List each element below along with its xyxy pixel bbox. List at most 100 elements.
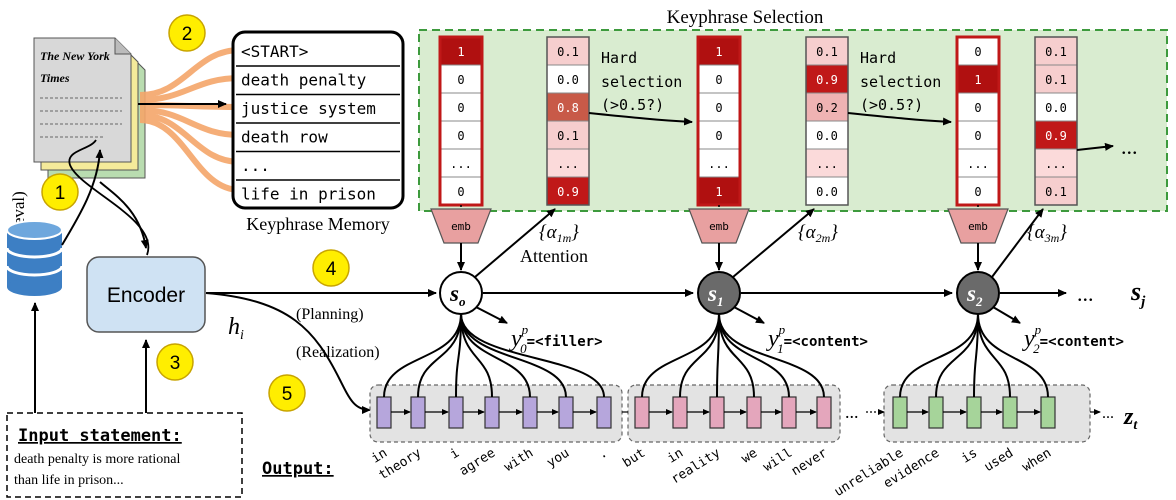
- newspaper-masthead-line1: The New York: [40, 49, 110, 63]
- attention-cell-value: 0.1: [1045, 73, 1067, 87]
- attention-vector-1: 0.10.00.80.1...0.9: [546, 36, 590, 206]
- attention-cell-value: 0.1: [557, 129, 579, 143]
- continue-arrow: [1076, 142, 1114, 151]
- planning-arrows: [205, 289, 437, 414]
- input-statement-line2: than life in prison...: [14, 473, 124, 488]
- emb-block: emb: [430, 205, 492, 271]
- attention-cell-value: 0.1: [557, 45, 579, 59]
- selection-cell: [956, 36, 1000, 66]
- output-word: with: [502, 446, 537, 475]
- selection-cell-value: 1: [974, 73, 981, 87]
- encoder-block: Encoder: [86, 256, 206, 333]
- selection-cell-value: ...: [708, 157, 730, 171]
- state-to-cell-link: [460, 313, 605, 398]
- output-word: but: [620, 446, 648, 471]
- hard-selection-line2: selection: [860, 73, 941, 91]
- selection-cell-value: 1: [457, 45, 464, 59]
- attention-cell-value: 0.9: [557, 185, 579, 199]
- attention-arrow: [991, 208, 1044, 278]
- attention-alpha-1: {α1m}: [474, 208, 579, 278]
- attention-cell: [805, 92, 849, 122]
- attention-cell: [546, 176, 590, 206]
- svg-text:2: 2: [182, 24, 193, 45]
- output-word: used: [982, 446, 1017, 475]
- decoder-cell: [816, 396, 832, 429]
- state-to-cell-link: [716, 313, 720, 398]
- output-word: we: [739, 446, 760, 467]
- state-to-cell-link: [977, 313, 1049, 398]
- selection-cell-value: ...: [450, 157, 472, 171]
- attention-vector-2: 0.10.90.20.0...0.0: [805, 36, 849, 206]
- output-word: .: [596, 446, 611, 463]
- decoder-cell: [558, 396, 574, 429]
- state-to-cell-link: [641, 313, 720, 398]
- svg-text:5: 5: [282, 384, 293, 405]
- selection-cell-value: ...: [967, 157, 989, 171]
- step-1-badge: 1: [41, 173, 79, 211]
- decoder-cell: [522, 396, 538, 429]
- attention-cell-value: 0.0: [816, 129, 838, 143]
- decoder-end-ellipsis: ...: [1102, 405, 1114, 422]
- decoder-cell: [892, 396, 908, 429]
- decoder-zt-label: zt: [1123, 404, 1138, 433]
- attention-alpha-label: {α2m}: [798, 222, 838, 245]
- emb-label: emb: [451, 220, 471, 233]
- attention-cell: [1034, 64, 1078, 94]
- database-icon: [5, 220, 64, 296]
- decoder-gap-ellipsis: ...: [845, 402, 859, 422]
- output-label: Output:: [262, 459, 334, 479]
- memory-item: ...: [241, 156, 270, 175]
- attention-arrow: [474, 208, 556, 278]
- decoder-cell: [966, 396, 982, 429]
- output-word: i: [448, 446, 463, 463]
- plan-output-arrow: [475, 306, 508, 324]
- selection-cell-value: 1: [715, 45, 722, 59]
- state-to-cell-link: [679, 313, 720, 398]
- output-word: when: [1020, 446, 1055, 475]
- svg-text:3: 3: [170, 353, 181, 374]
- attention-cell-value: 0.0: [1045, 101, 1067, 115]
- decoder-cell: [1002, 396, 1018, 429]
- keyphrase-memory-caption: Keyphrase Memory: [246, 214, 389, 234]
- selection-cell: [956, 92, 1000, 122]
- attention-cell: [1034, 176, 1078, 206]
- output-word: in: [369, 446, 390, 467]
- state-to-cell-link: [460, 313, 493, 398]
- emb-shape: [430, 208, 492, 244]
- decoder-cell: [484, 396, 500, 429]
- selection-cell: [956, 64, 1000, 94]
- realization-label: (Realization): [296, 344, 380, 361]
- output-word: never: [789, 446, 830, 480]
- state-label: s1: [707, 281, 723, 309]
- decoder-segment-box: [627, 384, 841, 443]
- selection-cell-value: 0: [457, 73, 464, 87]
- attention-alpha-2: {α2m}: [732, 208, 838, 278]
- newspaper-masthead-line2: Times: [40, 71, 70, 85]
- output-word: is: [959, 446, 980, 467]
- decoder-cell: [410, 396, 426, 429]
- state-s1: s1: [697, 271, 741, 315]
- attention-cell-value: 0.0: [816, 185, 838, 199]
- selection-cell: [956, 120, 1000, 150]
- output-word: in: [665, 446, 686, 467]
- state-to-cell-link: [718, 313, 825, 398]
- plan-output-arrow: [733, 306, 765, 324]
- state-sj-label: sj: [1130, 277, 1146, 310]
- selection-cell: [439, 176, 483, 206]
- decoder-cell: [746, 396, 762, 429]
- planning-label: (Planning): [296, 306, 364, 323]
- memory-item: justice system: [241, 99, 376, 118]
- attention-cell-value: 0.1: [1045, 45, 1067, 59]
- hard-selection-line1: Hard: [860, 49, 896, 67]
- step-2-badge: 2: [168, 14, 206, 52]
- memory-item: life in prison: [241, 185, 376, 204]
- decoder-cell: [672, 396, 688, 429]
- attention-alpha-label: {α1m}: [539, 222, 579, 245]
- step-5-badge: 5: [268, 374, 306, 412]
- attention-cell: [1034, 120, 1078, 150]
